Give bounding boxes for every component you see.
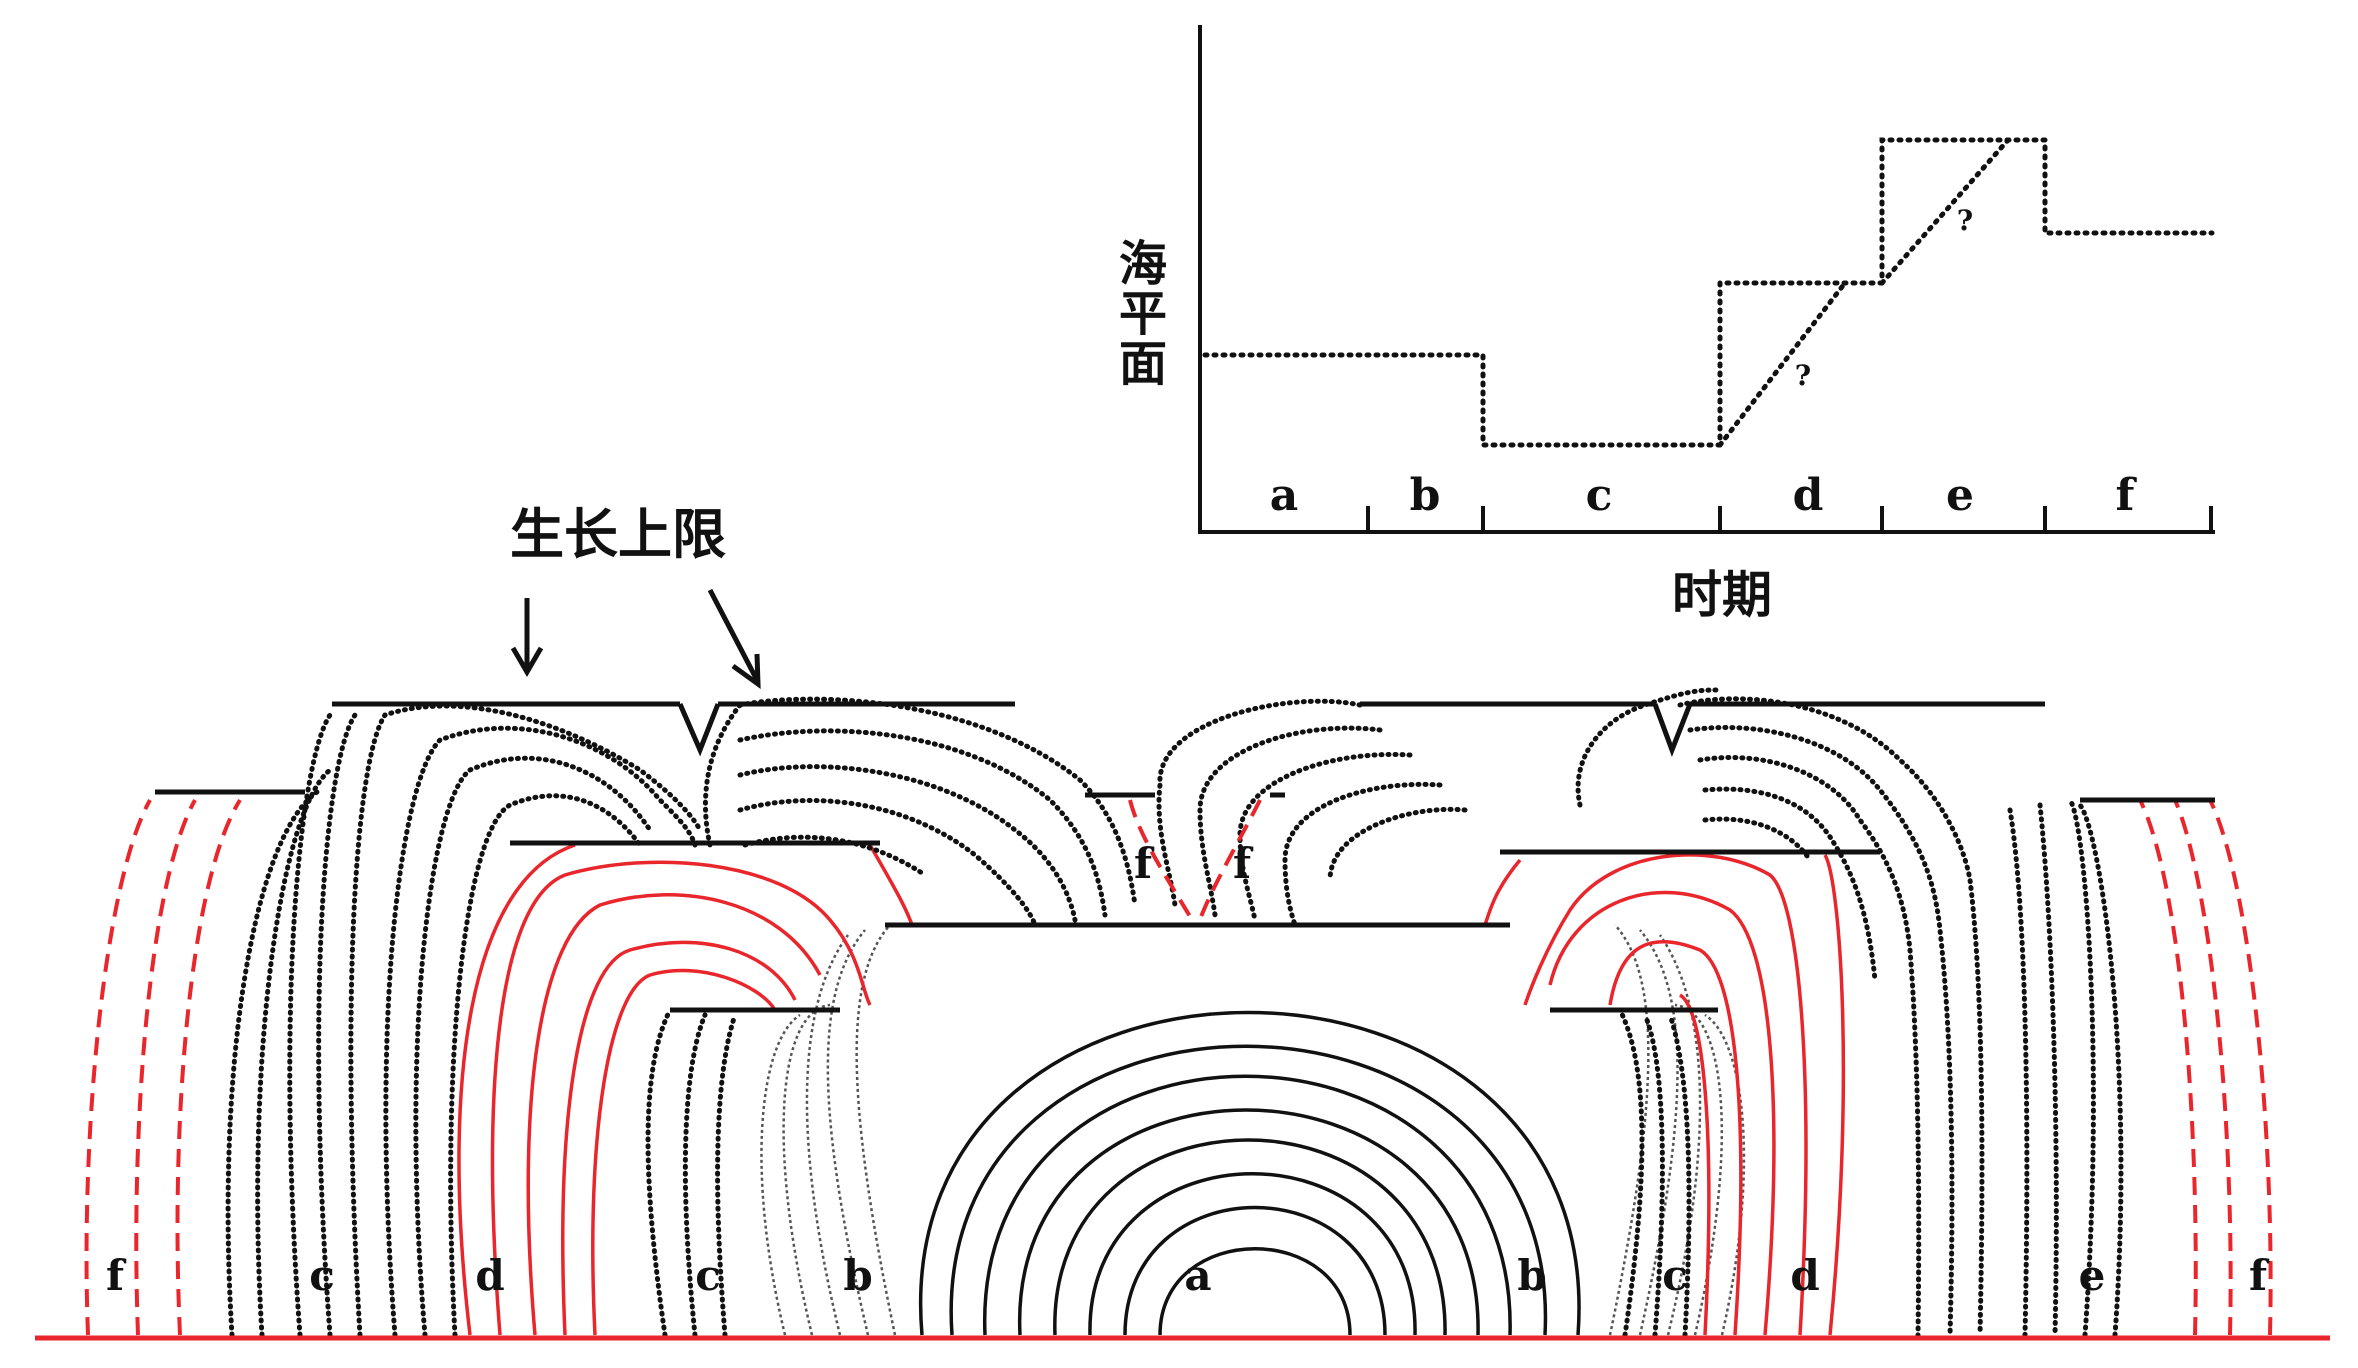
y-axis-label-char: 面 xyxy=(1119,336,1167,392)
upper-limit-annotation: 生长上限 xyxy=(510,503,761,690)
question-mark-2: ? xyxy=(1957,204,1973,237)
section-label: c xyxy=(309,1251,335,1300)
inset-period-f: f xyxy=(2116,470,2138,521)
inset-period-b: b xyxy=(1410,470,1441,521)
sea-level-alt-rise-1 xyxy=(1717,280,1848,448)
section-letters: f c d c b a b c d e f f f xyxy=(106,839,2270,1300)
inset-period-ticks xyxy=(1366,506,2213,532)
inset-period-a: a xyxy=(1270,470,1299,521)
inset-period-e: e xyxy=(1946,470,1974,521)
b-layers xyxy=(760,924,1746,1336)
section-label: d xyxy=(475,1251,504,1300)
upper-limit-label: 生长上限 xyxy=(510,503,726,566)
upper-f-label: f xyxy=(1233,839,1254,888)
inset-x-axis-label: 时期 xyxy=(1672,566,1772,624)
section-label: c xyxy=(695,1251,721,1300)
y-axis-label-char: 海 xyxy=(1119,236,1167,292)
left-d-layers xyxy=(457,843,914,1336)
inset-period-c: c xyxy=(1586,470,1613,521)
upper-f-label: f xyxy=(1134,839,1155,888)
sea-level-inset-chart: ? ? a b c d e f 海平面 时期 xyxy=(1119,25,2215,624)
outer-f-layers xyxy=(84,798,2273,1336)
down-arrow-icon xyxy=(510,598,544,677)
section-label: f xyxy=(2249,1251,2270,1300)
section-label: e xyxy=(2079,1251,2106,1300)
y-axis-label-char: 平 xyxy=(1119,286,1167,342)
right-c-layers xyxy=(1156,687,2124,1338)
reef-cross-section: f c d c b a b c d e f f f xyxy=(35,687,2330,1341)
sea-level-alt-rise-2 xyxy=(1879,137,2011,286)
right-d-layers xyxy=(1483,853,1846,1336)
section-label: b xyxy=(843,1251,872,1300)
section-label: c xyxy=(1662,1251,1688,1300)
question-mark-1: ? xyxy=(1795,359,1811,392)
sea-level-curve xyxy=(1202,137,2215,448)
inset-y-axis-label: 海平面 xyxy=(1119,236,1167,392)
left-upper-dotted-layers xyxy=(702,696,1138,928)
core-a-layers xyxy=(918,1010,1581,1336)
section-label: a xyxy=(1184,1251,1211,1300)
left-c-layers xyxy=(225,703,738,1338)
growth-limit-lines xyxy=(155,701,2215,1013)
inset-period-d: d xyxy=(1793,470,1824,521)
section-label: b xyxy=(1517,1251,1546,1300)
diagonal-arrow-icon xyxy=(707,588,761,690)
section-label: f xyxy=(106,1251,127,1300)
section-label: d xyxy=(1790,1251,1819,1300)
